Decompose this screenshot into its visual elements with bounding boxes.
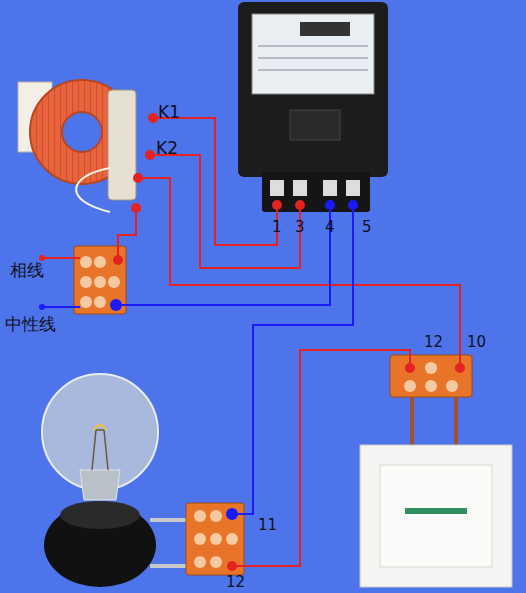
callout-label: K1 — [158, 104, 180, 121]
wall-switch — [360, 397, 512, 587]
callout-label: 10 — [467, 335, 486, 350]
light-bulb — [42, 374, 188, 587]
terminal-block — [74, 246, 126, 314]
callout-label: 12 — [424, 335, 443, 350]
callout-label: 11 — [258, 518, 277, 533]
current-transformer — [18, 80, 158, 213]
callout-label: 5 — [362, 220, 372, 235]
callout-label: 4 — [325, 220, 335, 235]
callout-label: 中性线 — [5, 316, 56, 333]
callout-label: K2 — [156, 140, 178, 157]
callout-label: 12 — [226, 575, 245, 590]
wires — [116, 118, 460, 566]
energy-meter — [238, 2, 388, 212]
callout-label: 相线 — [10, 262, 44, 279]
callout-label: 3 — [295, 220, 305, 235]
callout-label: 1 — [272, 220, 282, 235]
terminal-block — [186, 503, 244, 575]
